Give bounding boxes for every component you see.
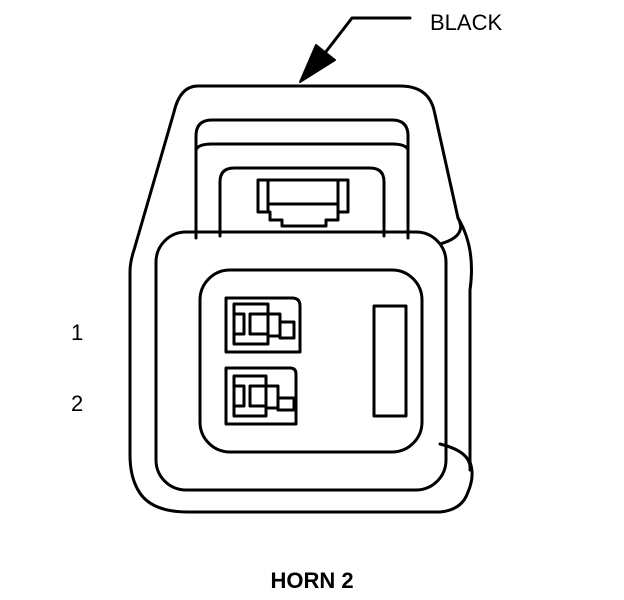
- pin-label-2: 2: [71, 391, 84, 416]
- latch-tab: [256, 178, 350, 228]
- connector-color-label: BLACK: [430, 10, 503, 35]
- polarization-key: [372, 304, 408, 418]
- terminal-2: [224, 366, 298, 426]
- pin-label-1: 1: [71, 320, 84, 345]
- connector-front-face: [154, 230, 448, 492]
- connector-housing: [128, 84, 474, 514]
- terminal-cavity: [198, 268, 424, 454]
- latch-housing: [194, 118, 410, 240]
- color-leader-arrow: [299, 16, 412, 83]
- terminal-1: [224, 296, 302, 354]
- connector-name: HORN 2: [270, 568, 354, 593]
- housing-shoulder-upper: [438, 216, 463, 246]
